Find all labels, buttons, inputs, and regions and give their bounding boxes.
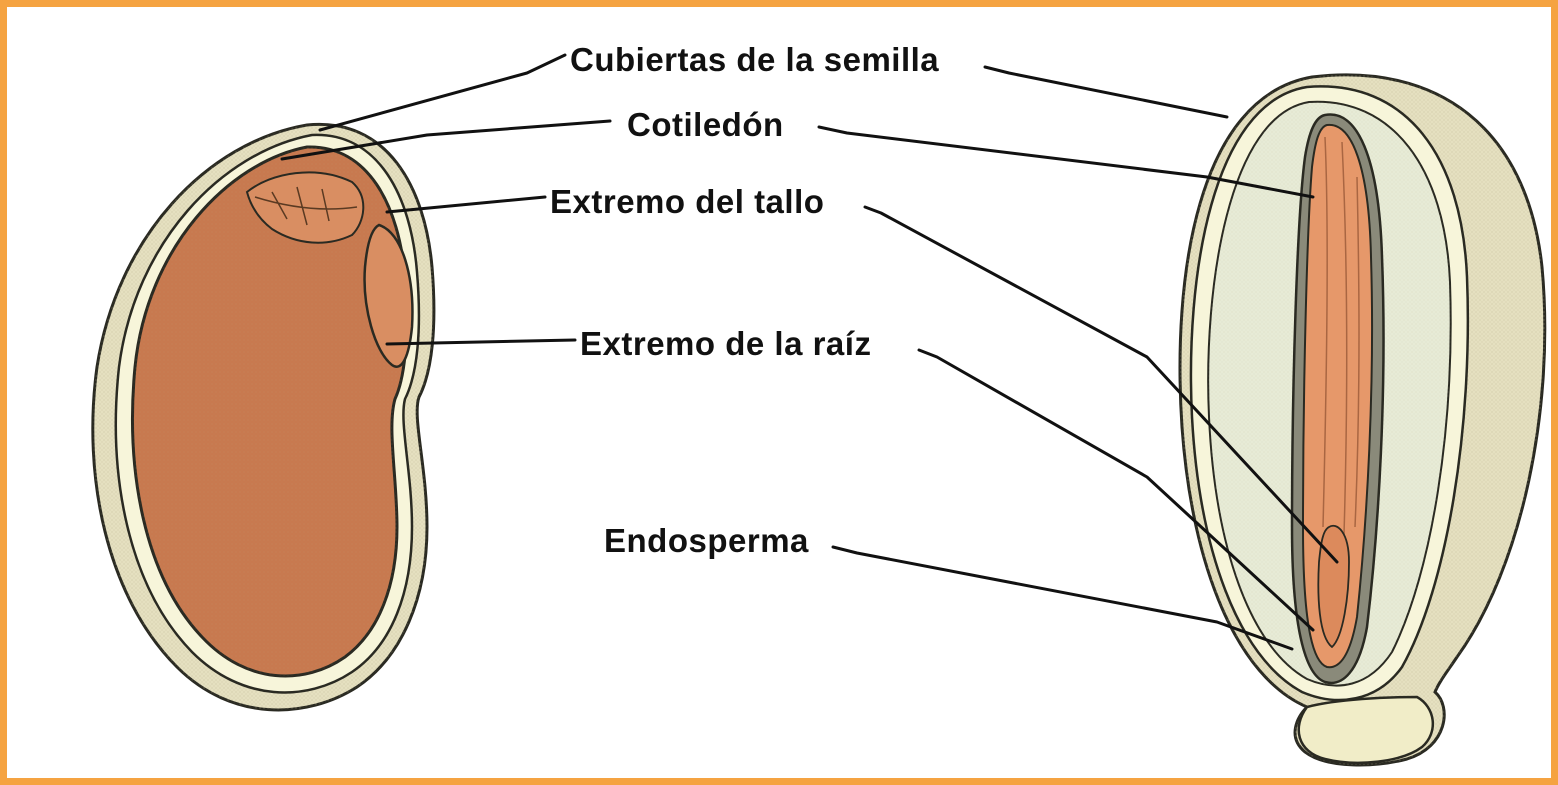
monocot-tip-cap bbox=[1299, 697, 1433, 763]
label-cotyledon: Cotiledón bbox=[627, 108, 784, 141]
monocot-seed bbox=[1180, 75, 1545, 765]
label-stem-tip: Extremo del tallo bbox=[550, 185, 824, 218]
label-endosperm: Endosperma bbox=[604, 524, 809, 557]
label-seed-coats: Cubiertas de la semilla bbox=[570, 43, 939, 76]
leader-seed-coats-left bbox=[320, 55, 565, 130]
dicot-seed bbox=[93, 124, 434, 710]
leader-seed-coats-right bbox=[985, 67, 1227, 117]
label-root-tip: Extremo de la raíz bbox=[580, 327, 871, 360]
